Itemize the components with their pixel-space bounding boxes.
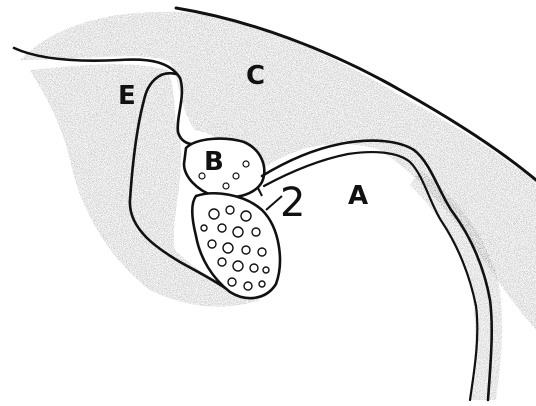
label-pointer-2: 2 <box>280 180 305 226</box>
label-c: C <box>246 61 265 91</box>
label-b: B <box>204 147 224 177</box>
label-e: E <box>118 81 136 111</box>
connector-stroke <box>258 188 262 196</box>
label-a: A <box>348 181 368 211</box>
